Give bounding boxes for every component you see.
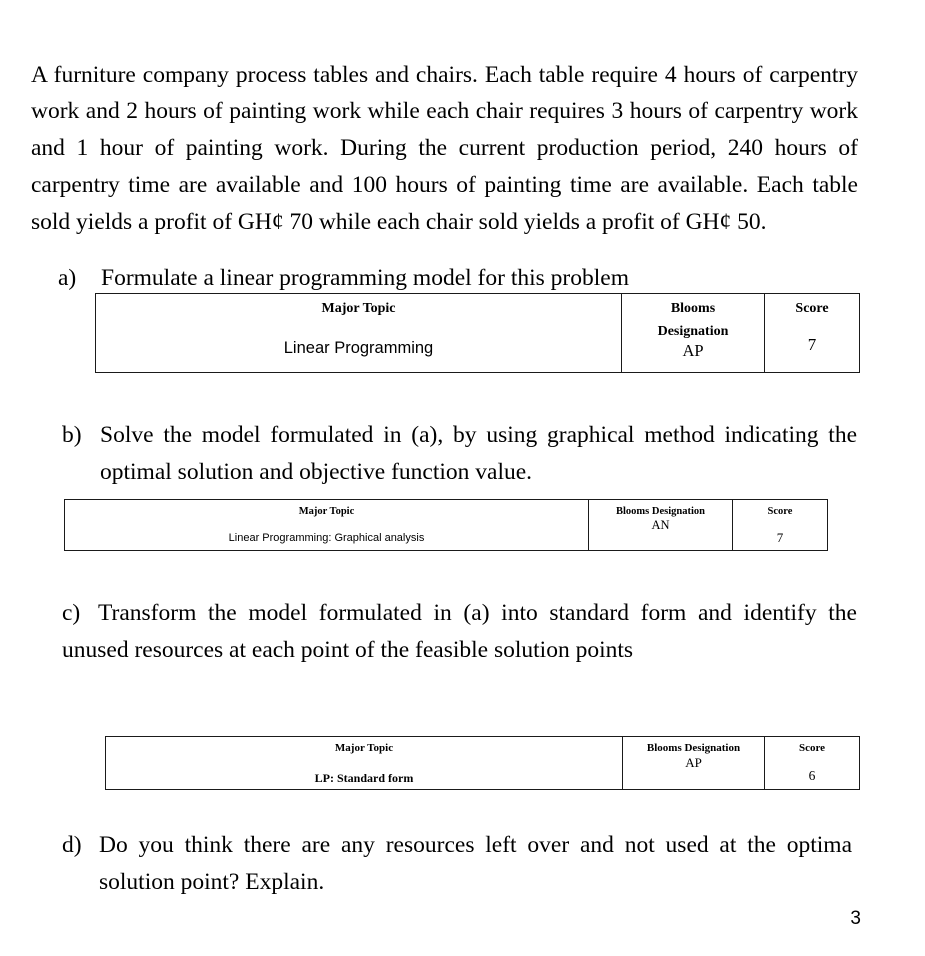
rubric-value-blooms-designation: AP	[682, 341, 704, 360]
intro-paragraph: A furniture company process tables and c…	[31, 61, 858, 235]
rubric-header-blooms-designation: Blooms Designation	[646, 742, 741, 754]
rubric-table-a: Major Topic Linear Programming Blooms De…	[95, 293, 860, 373]
rubric-value-score: 6	[808, 768, 816, 783]
question-marker-b: b)	[62, 422, 82, 448]
rubric-header-score: Score	[767, 506, 793, 517]
rubric-cell-blooms-designation: Blooms Designation AN	[588, 499, 733, 551]
rubric-cell-score: Score 7	[764, 293, 860, 373]
rubric-value-score: 7	[807, 335, 817, 354]
rubric-table-b: Major Topic Linear Programming: Graphica…	[64, 499, 828, 551]
rubric-value-major-topic: LP: Standard form	[314, 771, 414, 785]
rubric-cell-major-topic: Major Topic Linear Programming	[95, 293, 622, 373]
table-row: Major Topic LP: Standard form Blooms Des…	[105, 736, 860, 790]
question-text-a: Formulate a linear programming model for…	[101, 265, 629, 291]
rubric-value-major-topic: Linear Programming	[283, 339, 434, 357]
rubric-header-blooms-line2: Designation	[657, 324, 729, 339]
question-text-d: Do you think there are any resources lef…	[99, 832, 852, 895]
rubric-header-blooms-line1: Blooms	[670, 301, 716, 316]
rubric-cell-score: Score 7	[732, 499, 828, 551]
question-marker-a: a)	[58, 265, 77, 291]
rubric-header-major-topic: Major Topic	[321, 301, 396, 316]
question-item-c: c) Transform the model formulated in (a)…	[62, 595, 857, 669]
question-marker-d: d)	[62, 832, 82, 858]
rubric-header-blooms-designation: Blooms Designation	[616, 506, 705, 517]
question-marker-c: c)	[62, 600, 81, 626]
question-item-d: d) Do you think there are any resources …	[62, 827, 852, 901]
rubric-value-blooms-designation: AN	[651, 518, 670, 532]
question-item-b: b) Solve the model formulated in (a), by…	[62, 417, 857, 491]
question-item-a: a) Formulate a linear programming model …	[58, 260, 858, 297]
rubric-value-score: 7	[776, 530, 784, 545]
question-text-c: Transform the model formulated in (a) in…	[62, 600, 857, 663]
rubric-value-blooms-designation: AP	[685, 755, 702, 770]
rubric-value-major-topic: Linear Programming: Graphical analysis	[228, 532, 425, 544]
rubric-cell-major-topic: Major Topic LP: Standard form	[105, 736, 623, 790]
page-number: 3	[850, 908, 861, 929]
table-row: Major Topic Linear Programming: Graphica…	[64, 499, 828, 551]
question-text-b: Solve the model formulated in (a), by us…	[100, 422, 857, 485]
rubric-header-major-topic: Major Topic	[298, 506, 355, 517]
rubric-cell-blooms-designation: Blooms Designation AP	[621, 293, 765, 373]
rubric-cell-score: Score 6	[764, 736, 860, 790]
rubric-header-score: Score	[795, 301, 829, 316]
table-row: Major Topic Linear Programming Blooms De…	[95, 293, 860, 373]
rubric-header-score: Score	[798, 742, 826, 754]
rubric-cell-major-topic: Major Topic Linear Programming: Graphica…	[64, 499, 589, 551]
rubric-cell-blooms-designation: Blooms Designation AP	[622, 736, 765, 790]
rubric-table-c: Major Topic LP: Standard form Blooms Des…	[105, 736, 860, 790]
rubric-header-major-topic: Major Topic	[334, 742, 394, 754]
